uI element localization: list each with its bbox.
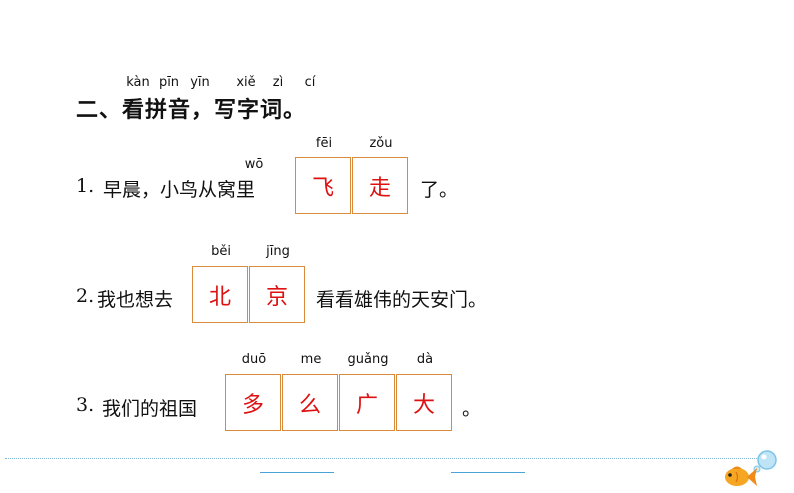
footer-nav-prev[interactable] — [260, 472, 334, 473]
q1-pinyin-1: fēi — [315, 136, 333, 151]
q2-pinyin-1: běi — [211, 244, 231, 259]
heading-pinyin-xie: xiě — [236, 75, 256, 90]
footer-nav-next[interactable] — [451, 472, 525, 473]
q2-pinyin-2: jīng — [266, 244, 290, 259]
q2-text-before: 我也想去 — [97, 289, 174, 311]
q1-pinyin-2: zǒu — [369, 136, 393, 151]
q3-answer-box-2[interactable]: 么 — [282, 374, 338, 431]
q1-text-after: 了。 — [420, 179, 459, 201]
q2-answer-boxes: 北 京 — [192, 266, 308, 323]
q3-pinyin-1: duō — [241, 352, 267, 367]
q2-text-after: 看看雄伟的天安门。 — [316, 289, 488, 311]
q3-number: 3. — [76, 394, 95, 416]
q2-number: 2. — [76, 285, 95, 307]
q1-answer-box-1[interactable]: 飞 — [295, 157, 351, 214]
heading-pinyin-pin: pīn — [158, 75, 180, 90]
q2-answer-box-2[interactable]: 京 — [249, 266, 305, 323]
q3-pinyin-3: guǎng — [347, 352, 389, 367]
q1-text-before: 早晨，小鸟从窝里 — [103, 179, 256, 201]
q1-number: 1. — [76, 175, 95, 197]
section-heading: 二、看拼音，写字词。 — [76, 98, 307, 123]
q3-pinyin-4: dà — [416, 352, 434, 367]
q2-answer-box-1[interactable]: 北 — [192, 266, 248, 323]
q1-answer-boxes: 飞 走 — [295, 157, 411, 214]
q3-answer-box-4[interactable]: 大 — [396, 374, 452, 431]
q3-text-after: 。 — [462, 398, 482, 420]
q1-answer-box-2[interactable]: 走 — [352, 157, 408, 214]
fish-icon — [725, 466, 757, 486]
q3-answer-box-3[interactable]: 广 — [339, 374, 395, 431]
q3-text-before: 我们的祖国 — [102, 398, 198, 420]
q3-answer-box-1[interactable]: 多 — [225, 374, 281, 431]
q3-pinyin-2: me — [300, 352, 322, 367]
bubble-icon — [753, 450, 777, 473]
heading-pinyin-yin: yīn — [190, 75, 210, 90]
heading-pinyin-ci: cí — [304, 75, 316, 90]
q1-word-pinyin: wō — [244, 157, 264, 172]
heading-pinyin-zi: zì — [272, 75, 284, 90]
q3-answer-boxes: 多 么 广 大 — [225, 374, 456, 431]
heading-pinyin-kan: kàn — [126, 75, 150, 90]
footer-divider — [5, 458, 775, 459]
